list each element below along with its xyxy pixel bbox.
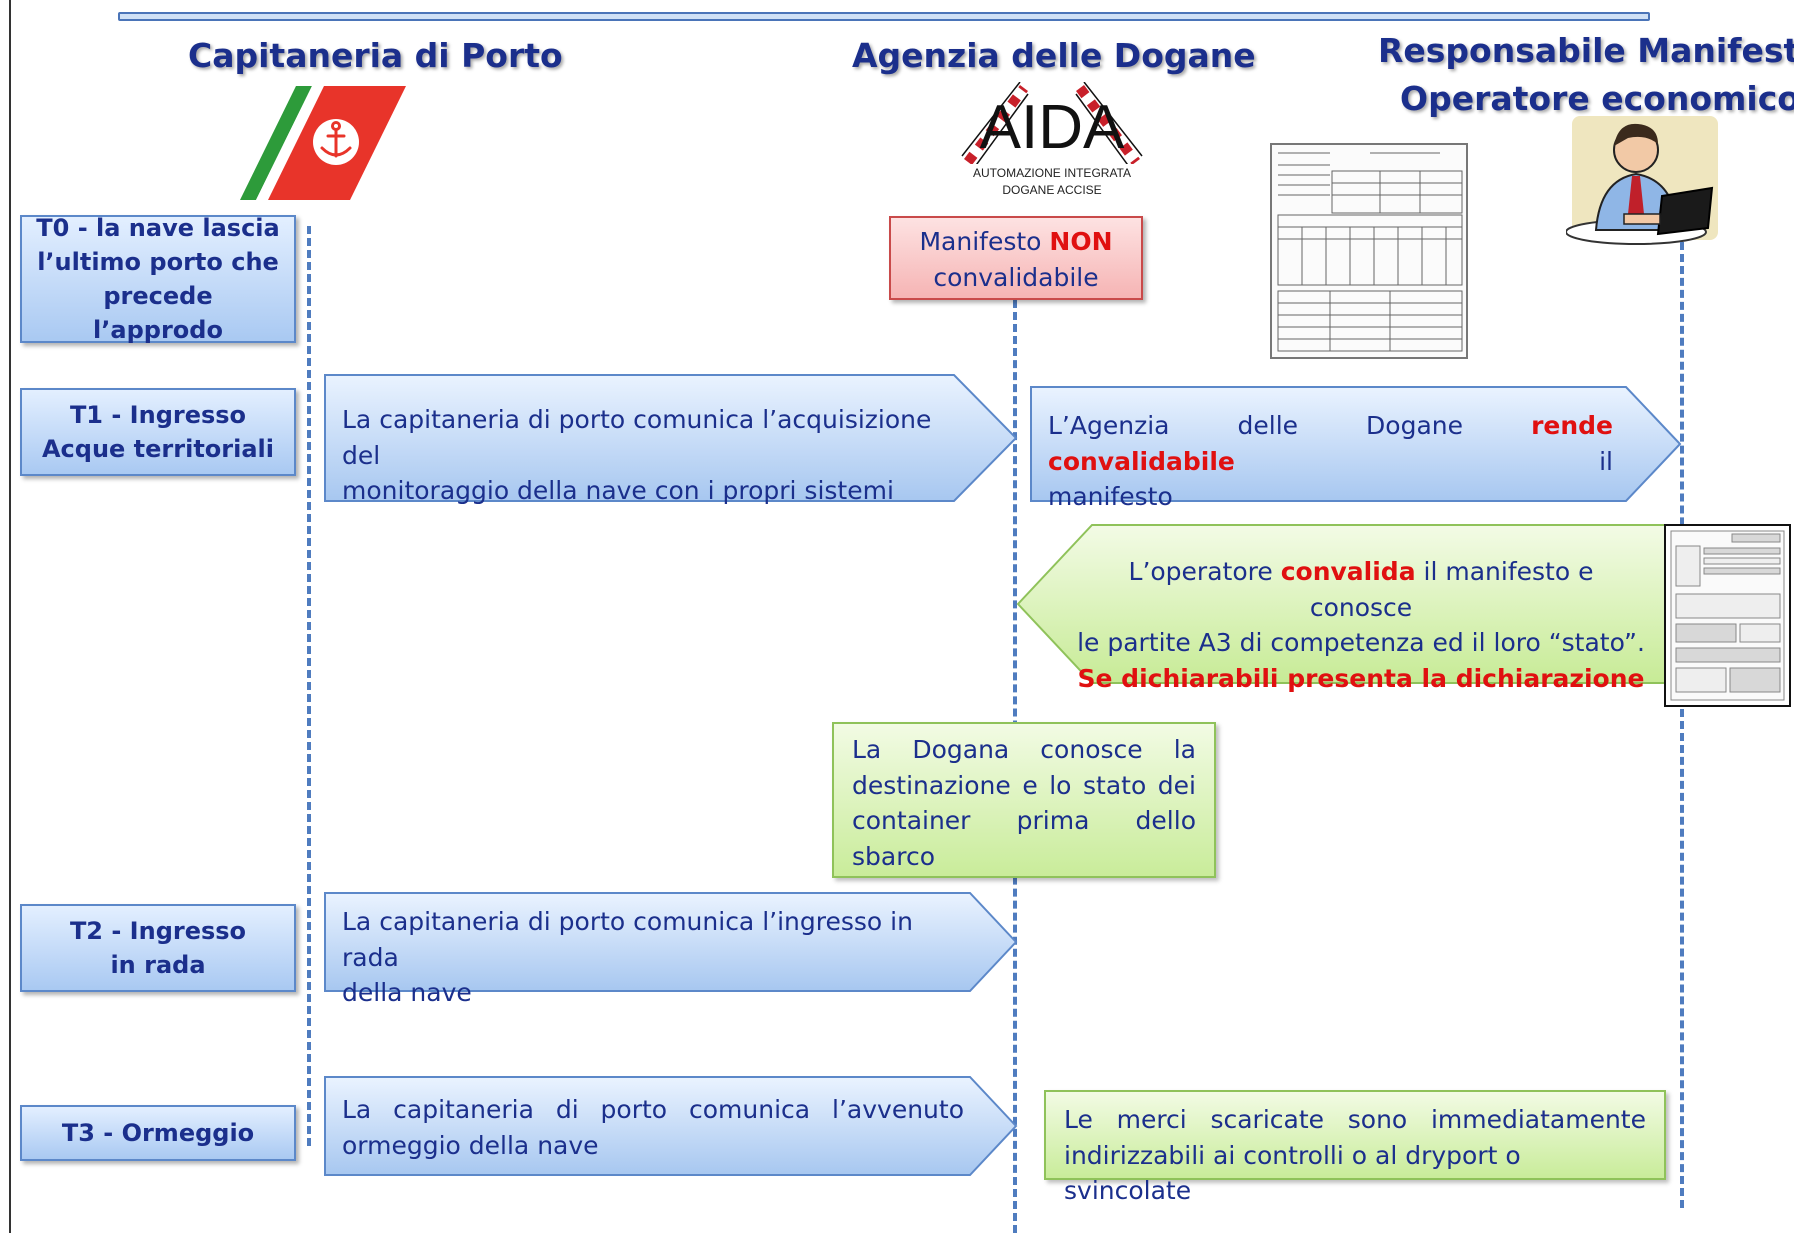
arrow-capitaneria-t3: La capitaneria di porto comunica l’avven… (324, 1076, 1018, 1176)
left-frame-border (9, 0, 11, 1233)
arrow-op-line3: Se dichiarabili presenta la dichiarazion… (1077, 663, 1645, 693)
arrow-op-line2: le partite A3 di competenza ed il loro “… (1077, 628, 1645, 657)
customs-form-document (1270, 143, 1468, 359)
arrow-op-line1: L’operatore convalida il manifesto e con… (1076, 554, 1646, 625)
arrow-cap-t1-line2: monitoraggio della nave con i propri sis… (342, 476, 894, 505)
arrow-cap-t3-line1: La capitaneria di porto comunica l’avven… (342, 1095, 964, 1124)
arrow-op-text-c: il manifesto e conosce (1309, 557, 1594, 622)
merci-line1: Le merci scaricate sono immediatamente (1064, 1105, 1646, 1134)
lane-title-capitaneria: Capitaneria di Porto (188, 36, 563, 75)
arrow-operatore: L’operatore convalida il manifesto e con… (1016, 524, 1670, 693)
manifesto-non-line2: convalidabile (933, 262, 1099, 292)
dogana-line4: sbarco (852, 841, 935, 871)
arrow-cap-t1-line1: La capitaneria di porto comunica l’acqui… (342, 405, 932, 470)
arrow-dog-t1-line2: manifesto (1048, 482, 1173, 511)
timeline-t3-label: T3 - Ormeggio (61, 1118, 255, 1147)
aida-logo: AIDA AUTOMAZIONE INTEGRATA DOGANE ACCISE (958, 82, 1146, 204)
manifesto-non-convalidabile-box: Manifesto NON convalidabile (889, 216, 1143, 300)
lifeline-operatore (1680, 242, 1684, 1208)
arrow-dog-t1-line1: L’Agenzia delle Dogane rende convalidabi… (1048, 408, 1613, 479)
lane-title-manifesto-line2: Operatore economico (1400, 78, 1794, 118)
convalida-highlight: convalida (1280, 557, 1416, 586)
rende-convalidabile-highlight: rende convalidabile (1048, 411, 1613, 476)
timeline-t0: T0 - la nave lascia l’ultimo porto che p… (20, 214, 296, 344)
merci-scaricate-box: Le merci scaricate sono immediatamente i… (1044, 1090, 1666, 1205)
manifesto-non-line1: Manifesto NON (891, 224, 1141, 260)
top-rule (118, 12, 1650, 21)
arrow-capitaneria-t1: La capitaneria di porto comunica l’acqui… (324, 374, 1018, 505)
aida-letters: AIDA (980, 93, 1125, 162)
timeline-t2: T2 - Ingresso in rada (20, 904, 296, 992)
timeline-t1: T1 - Ingresso Acque territoriali (20, 388, 296, 476)
manifesto-prefix: Manifesto (919, 227, 1050, 256)
lifeline-capitaneria (307, 226, 311, 1146)
arrow-dog-t1-text-a: L’Agenzia delle Dogane (1048, 411, 1532, 440)
arrow-dog-t1-text-c: il (1234, 446, 1613, 476)
arrow-capitaneria-t2: La capitaneria di porto comunica l’ingre… (324, 892, 1018, 1007)
timeline-t1-label: T1 - Ingresso Acque territoriali (41, 400, 275, 463)
dogana-conosce-box: La Dogana conosce la destinazione e lo s… (832, 722, 1216, 878)
aida-caption-line1: AUTOMAZIONE INTEGRATA (972, 166, 1131, 180)
timeline-t3: T3 - Ormeggio (20, 1105, 296, 1161)
timeline-t0-label: T0 - la nave lascia l’ultimo porto che p… (36, 213, 280, 345)
aida-caption-line2: DOGANE ACCISE (1002, 183, 1102, 197)
dogana-line3: container prima dello (852, 806, 1196, 835)
dogana-line1: La Dogana conosce la (852, 735, 1196, 764)
manifest-document (1664, 524, 1791, 707)
dogana-line2: destinazione e lo stato dei (852, 770, 1196, 800)
merci-line2: indirizzabili ai controlli o al dryport … (1064, 1140, 1521, 1206)
lane-title-dogane: Agenzia delle Dogane (852, 36, 1256, 75)
lane-title-manifesto: Responsabile Manifesto Operatore economi… (1378, 27, 1794, 122)
businessman-laptop-clipart (1566, 116, 1718, 245)
lane-title-manifesto-line1: Responsabile Manifesto (1378, 31, 1794, 70)
timeline-t2-label: T2 - Ingresso in rada (69, 916, 247, 979)
coast-guard-anchor-logo (240, 86, 406, 200)
manifesto-non-highlight: NON (1049, 227, 1113, 256)
arrow-cap-t3-line2: ormeggio della nave (342, 1130, 599, 1160)
arrow-cap-t2-line1: La capitaneria di porto comunica l’ingre… (342, 907, 913, 972)
arrow-dogane-t1: L’Agenzia delle Dogane rende convalidabi… (1030, 386, 1682, 511)
arrow-op-text-a: L’operatore (1128, 557, 1281, 586)
arrow-cap-t2-line2: della nave (342, 978, 472, 1007)
